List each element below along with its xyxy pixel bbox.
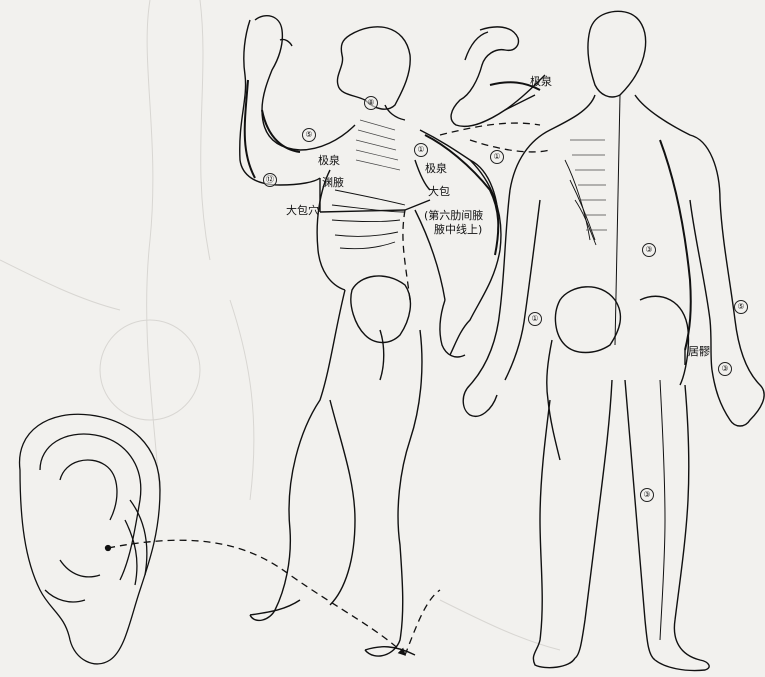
label-dabao-side: 大包穴: [286, 205, 319, 217]
marker-back-5: ⑤: [734, 300, 748, 314]
dashed-paths: [108, 123, 550, 655]
label-dabao: 大包: [428, 186, 450, 198]
marker-back-3: ③: [642, 243, 656, 257]
marker-arm-12: ⑫: [263, 173, 277, 187]
back-body-figure: [463, 11, 764, 670]
front-body-figure: [240, 16, 501, 656]
marker-foot-3: ③: [718, 362, 732, 376]
background-sketch: [0, 0, 560, 650]
label-dabao-note-1: (第六肋间腋: [424, 210, 483, 222]
marker-arm-1: ①: [490, 150, 504, 164]
label-jiquan-chest: 极泉: [425, 163, 447, 175]
label-juliao: 居髎: [688, 346, 710, 358]
label-jiquan-axilla: 极泉: [318, 155, 340, 167]
marker-arm-5: ⑤: [302, 128, 316, 142]
marker-leg-3: ③: [640, 488, 654, 502]
label-yuanye: 渊腋: [322, 177, 344, 189]
marker-head-8: ⑧: [364, 96, 378, 110]
marker-leg-1: ①: [528, 312, 542, 326]
label-jiquan-arm: 极泉: [530, 76, 552, 88]
label-dabao-note-2: 腋中线上): [434, 224, 482, 236]
ear-drawing: [20, 414, 160, 664]
marker-chest-1: ①: [414, 143, 428, 157]
